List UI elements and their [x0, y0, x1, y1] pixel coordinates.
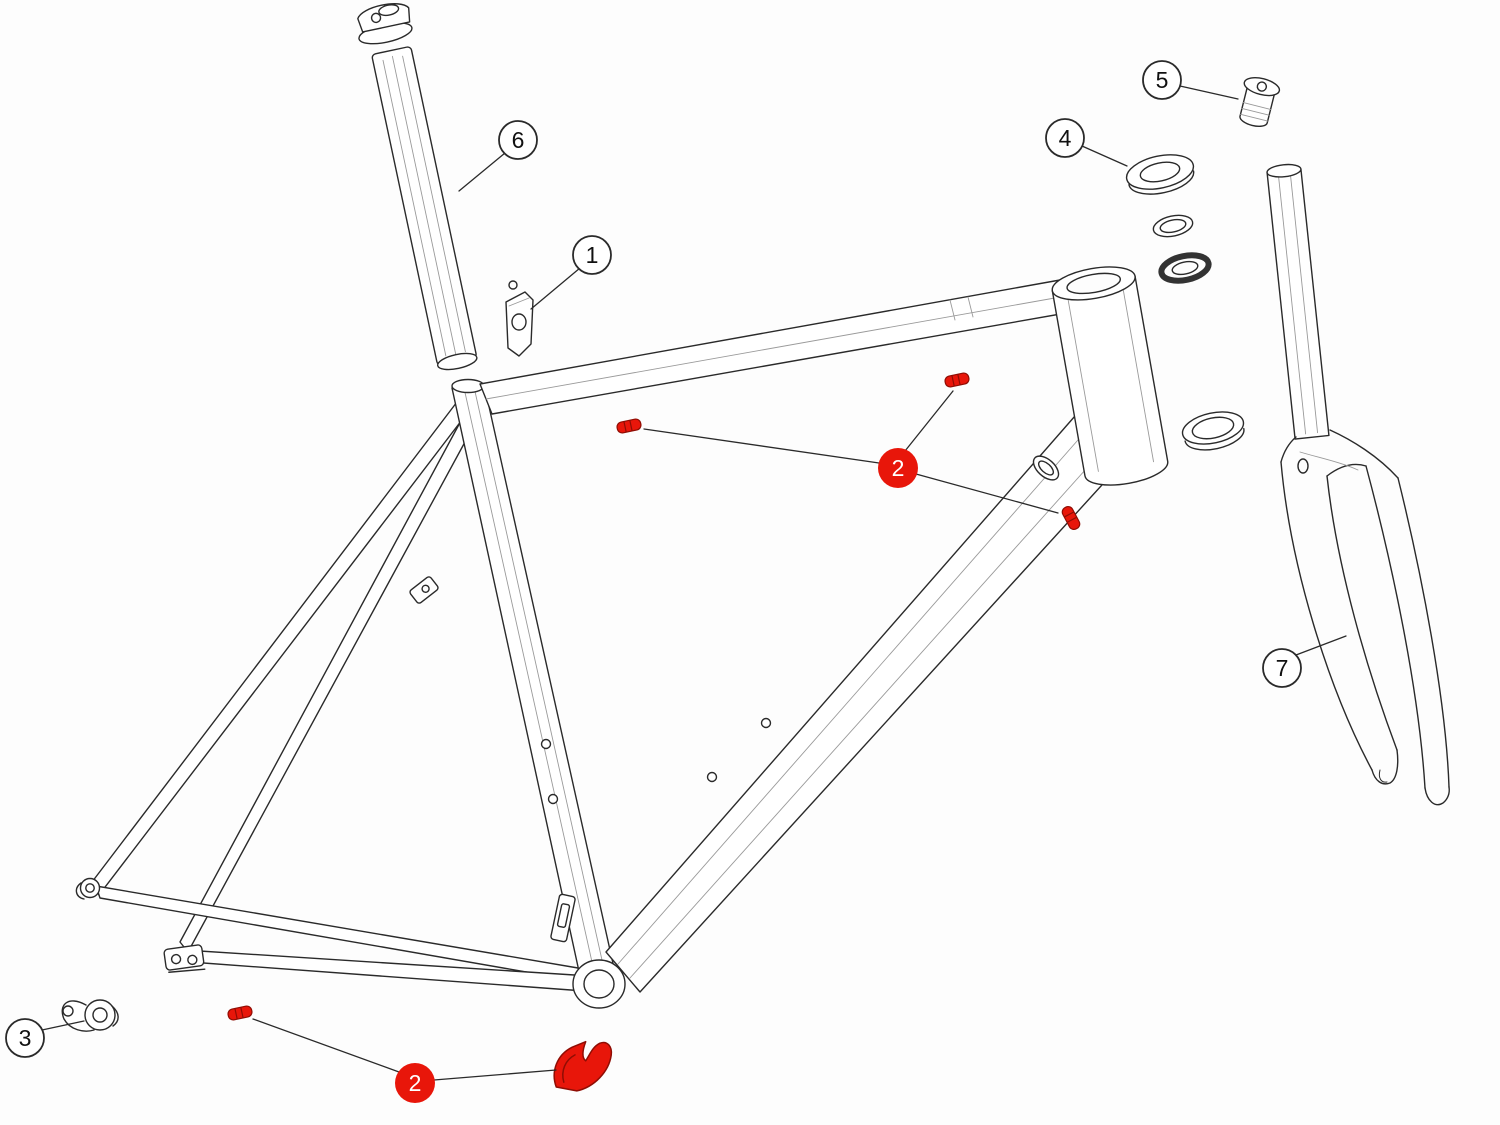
callout-4-label: 4: [1059, 125, 1072, 151]
top-tube: [479, 279, 1073, 415]
head-tube: [1051, 266, 1169, 486]
clamp-lever: [61, 999, 119, 1032]
fork: [1266, 163, 1450, 806]
pivot-bolt-red: [1061, 505, 1081, 531]
callout-4: 4: [1045, 118, 1085, 158]
callout-5: 5: [1142, 60, 1182, 100]
callout-2-upper-label: 2: [892, 455, 905, 481]
seatpost: [357, 3, 478, 371]
seatstay-brace: [409, 576, 439, 604]
callout-3: 3: [5, 1018, 45, 1058]
headset-compression-ring: [1152, 214, 1194, 238]
callout-5-label: 5: [1156, 67, 1169, 93]
callout-6: 6: [498, 120, 538, 160]
chain-catcher-red: [553, 1040, 613, 1092]
pivot-bolt-red: [616, 418, 642, 434]
bottom-bracket: [572, 959, 626, 1009]
headset-lower-ring: [1181, 411, 1245, 451]
down-tube: [605, 407, 1133, 993]
leader-lines: [41, 85, 1347, 1081]
bottle-boss: [547, 793, 559, 805]
saddle-clamp-head: [357, 3, 413, 45]
bottle-boss: [540, 738, 552, 750]
callout-2-lower-label: 2: [409, 1070, 422, 1096]
pivot-bolt-red: [944, 372, 970, 388]
bottle-boss: [760, 717, 772, 729]
cable-port: [1032, 455, 1060, 481]
callout-7: 7: [1262, 648, 1302, 688]
right-dropout: [163, 944, 206, 973]
seatpost-wedge-clamp: [505, 280, 534, 357]
callout-1: 1: [572, 235, 612, 275]
derailleur-braze-on: [550, 893, 576, 943]
headset-bearing: [1158, 252, 1212, 284]
callout-7-label: 7: [1276, 655, 1289, 681]
callout-3-label: 3: [19, 1025, 32, 1051]
bottle-boss: [706, 771, 718, 783]
left-dropout: [75, 877, 101, 900]
callout-2-lower: 2: [395, 1063, 435, 1103]
callout-6-label: 6: [512, 127, 525, 153]
callout-2-upper: 2: [878, 448, 918, 488]
headset-top-cover: [1125, 154, 1195, 195]
headset-expander-plug: [1239, 76, 1281, 128]
seat-tube: [451, 378, 615, 977]
pivot-bolt-red: [227, 1005, 253, 1021]
drawing-root: 1 2 2 3 4 5 6 7: [5, 3, 1450, 1103]
callout-1-label: 1: [586, 242, 599, 268]
